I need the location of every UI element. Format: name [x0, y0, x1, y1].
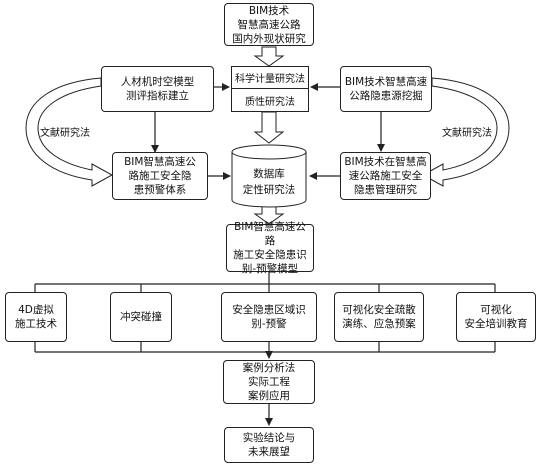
- node-left-index: 人材机时空模型 测评指标建立: [101, 66, 214, 112]
- node-4d-construction: 4D虚拟 施工技术: [5, 292, 67, 342]
- node-safety-training: 可视化 安全培训教育: [456, 292, 536, 342]
- node-case-study: 案例分析法 实际工程 案例应用: [223, 360, 315, 404]
- method-quant-cell: 科学计量研究法: [232, 67, 308, 89]
- node-top-research: BIM技术 智慧高速公路 国内外现状研究: [224, 3, 314, 46]
- database-cylinder-icon: [231, 144, 307, 208]
- block-arrow-mid: [253, 111, 285, 144]
- block-arrow-top: [253, 46, 285, 67]
- label-literature-left: 文献研究法: [40, 128, 90, 139]
- node-method-table: 科学计量研究法 质性研究法: [231, 66, 309, 112]
- node-left-warning: BIM智慧高速公 路施工安全隐 患预警体系: [112, 152, 208, 200]
- node-zone-warning: 安全隐患区域识 别-预警: [221, 292, 317, 342]
- node-evacuation-drill: 可视化安全疏散 演练、应急预案: [334, 292, 424, 342]
- node-right-mining: BIM技术智慧高速 公路隐患源挖掘: [340, 66, 432, 112]
- node-conclusion: 实验结论与 未来展望: [224, 427, 314, 463]
- curved-arrow-right: [421, 77, 510, 187]
- node-clash-detection: 冲突碰撞: [110, 292, 172, 342]
- node-right-management: BIM技术在智慧高 速公路施工安全 隐患管理研究: [340, 152, 431, 200]
- curved-arrow-left: [25, 77, 114, 187]
- node-database-label: 数据库 定性研究法: [242, 168, 296, 196]
- node-id-model: BIM智慧高速公路 施工安全隐患识 别-预警模型: [226, 221, 314, 275]
- method-qual-cell: 质性研究法: [245, 96, 295, 108]
- label-literature-right: 文献研究法: [442, 128, 492, 139]
